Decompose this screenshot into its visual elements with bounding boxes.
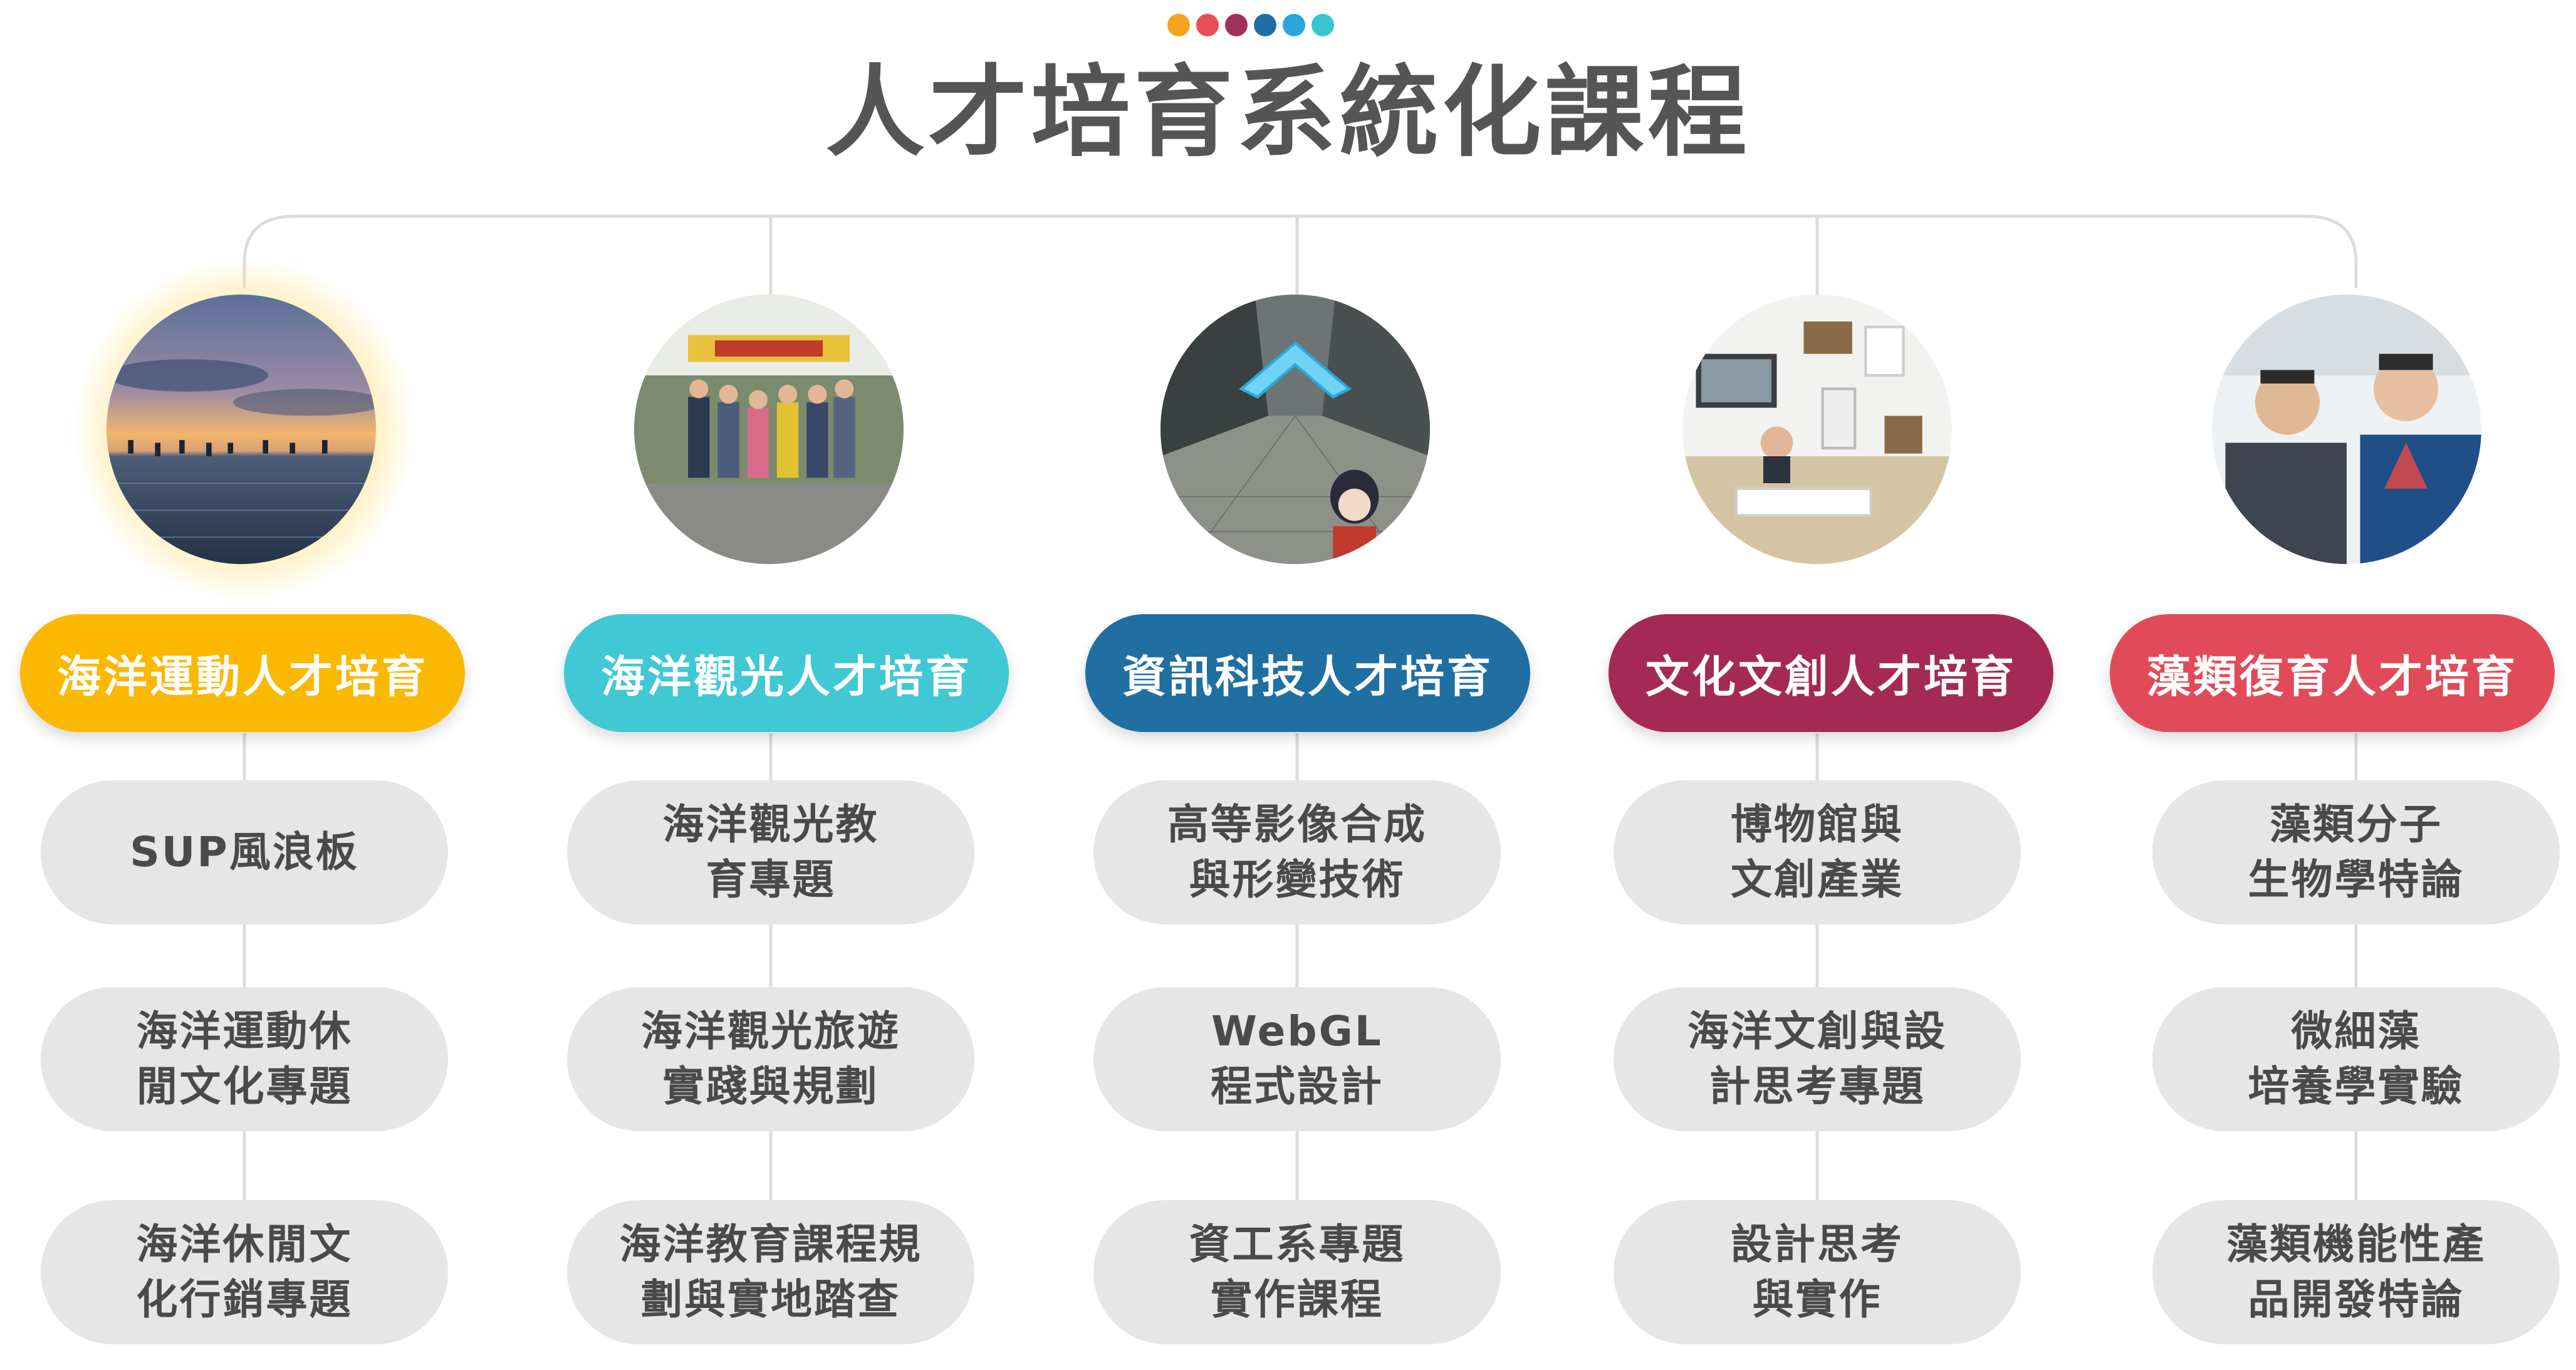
course-label-line: 高等影像合成 — [1167, 800, 1427, 849]
category-algae-restoration: 藻類復育人才培育 — [2110, 614, 2555, 732]
course-label-line: 博物館與 — [1731, 800, 1904, 849]
course-box: 高等影像合成與形變技術 — [1093, 780, 1501, 924]
course-label-line: 育專題 — [706, 855, 836, 904]
course-label-line: 實作課程 — [1211, 1275, 1384, 1324]
course-label-line: 藻類分子 — [2270, 800, 2443, 849]
course-label-line: 與形變技術 — [1189, 855, 1405, 904]
course-label-line: 海洋教育課程規 — [619, 1220, 922, 1268]
dot-1 — [1167, 14, 1190, 36]
course-label-line: 海洋休閒文 — [136, 1220, 353, 1268]
ar-character-photo — [1160, 295, 1430, 564]
page-title: 人才培育系統化課程 — [825, 55, 1751, 170]
dot-4 — [1254, 14, 1276, 36]
course-box: 博物館與文創產業 — [1614, 780, 2021, 924]
course-label-line: 劃與實地踏查 — [641, 1275, 900, 1324]
category-cultural-creative: 文化文創人才培育 — [1609, 614, 2053, 732]
course-box: 海洋觀光教育專題 — [567, 780, 974, 924]
course-label-line: 資工系專題 — [1189, 1220, 1405, 1268]
course-box: 藻類機能性產品開發特論 — [2152, 1200, 2560, 1344]
course-label-line: 海洋觀光旅遊 — [641, 1007, 900, 1055]
course-box: WebGL 程式設計 — [1093, 987, 1501, 1131]
course-box: 海洋觀光旅遊實踐與規劃 — [567, 987, 974, 1131]
category-marine-tourism: 海洋觀光人才培育 — [564, 614, 1009, 732]
course-label-line: 海洋文創與設 — [1687, 1007, 1947, 1055]
dot-3 — [1225, 14, 1248, 36]
course-label-line: SUP風浪板 — [130, 828, 359, 876]
course-box: 微細藻培養學實驗 — [2152, 987, 2560, 1131]
dot-5 — [1283, 14, 1305, 36]
course-label-line: 化行銷專題 — [136, 1275, 353, 1324]
course-label-line: 海洋運動休 — [136, 1007, 353, 1055]
course-label-line: 微細藻 — [2291, 1007, 2421, 1055]
course-box: SUP風浪板 — [41, 780, 448, 924]
course-box: 海洋休閒文化行銷專題 — [41, 1200, 448, 1344]
course-label-line: 程式設計 — [1211, 1062, 1384, 1111]
course-box: 資工系專題實作課程 — [1093, 1200, 1501, 1344]
course-label-line: 與實作 — [1752, 1275, 1882, 1324]
course-label-line: 閒文化專題 — [136, 1062, 353, 1111]
course-label-line: 品開發特論 — [2248, 1275, 2464, 1324]
course-label-line: 文創產業 — [1731, 855, 1904, 904]
decorative-dots — [1167, 14, 1343, 39]
course-label-line: 實踐與規劃 — [662, 1062, 879, 1111]
category-information-technology: 資訊科技人才培育 — [1085, 614, 1530, 732]
category-marine-sports: 海洋運動人才培育 — [20, 614, 465, 732]
group-tour-photo — [634, 295, 904, 564]
course-box: 海洋運動休閒文化專題 — [41, 987, 448, 1131]
course-label-line: 設計思考 — [1731, 1220, 1904, 1268]
museum-exhibit-photo — [1682, 295, 1952, 564]
course-label-line: WebGL — [1211, 1007, 1383, 1055]
course-box: 海洋教育課程規劃與實地踏查 — [567, 1200, 974, 1344]
course-box: 設計思考與實作 — [1614, 1200, 2021, 1344]
course-box: 藻類分子生物學特論 — [2152, 780, 2560, 924]
lab-researchers-photo — [2212, 295, 2481, 564]
ocean-sunset-sup-photo — [107, 295, 376, 564]
course-label-line: 藻類機能性產 — [2226, 1220, 2486, 1268]
course-label-line: 生物學特論 — [2248, 855, 2464, 904]
course-box: 海洋文創與設計思考專題 — [1614, 987, 2021, 1131]
course-label-line: 海洋觀光教 — [662, 800, 879, 849]
dot-2 — [1196, 14, 1219, 36]
course-label-line: 培養學實驗 — [2248, 1062, 2464, 1111]
course-label-line: 計思考專題 — [1709, 1062, 1926, 1111]
dot-6 — [1311, 14, 1334, 36]
